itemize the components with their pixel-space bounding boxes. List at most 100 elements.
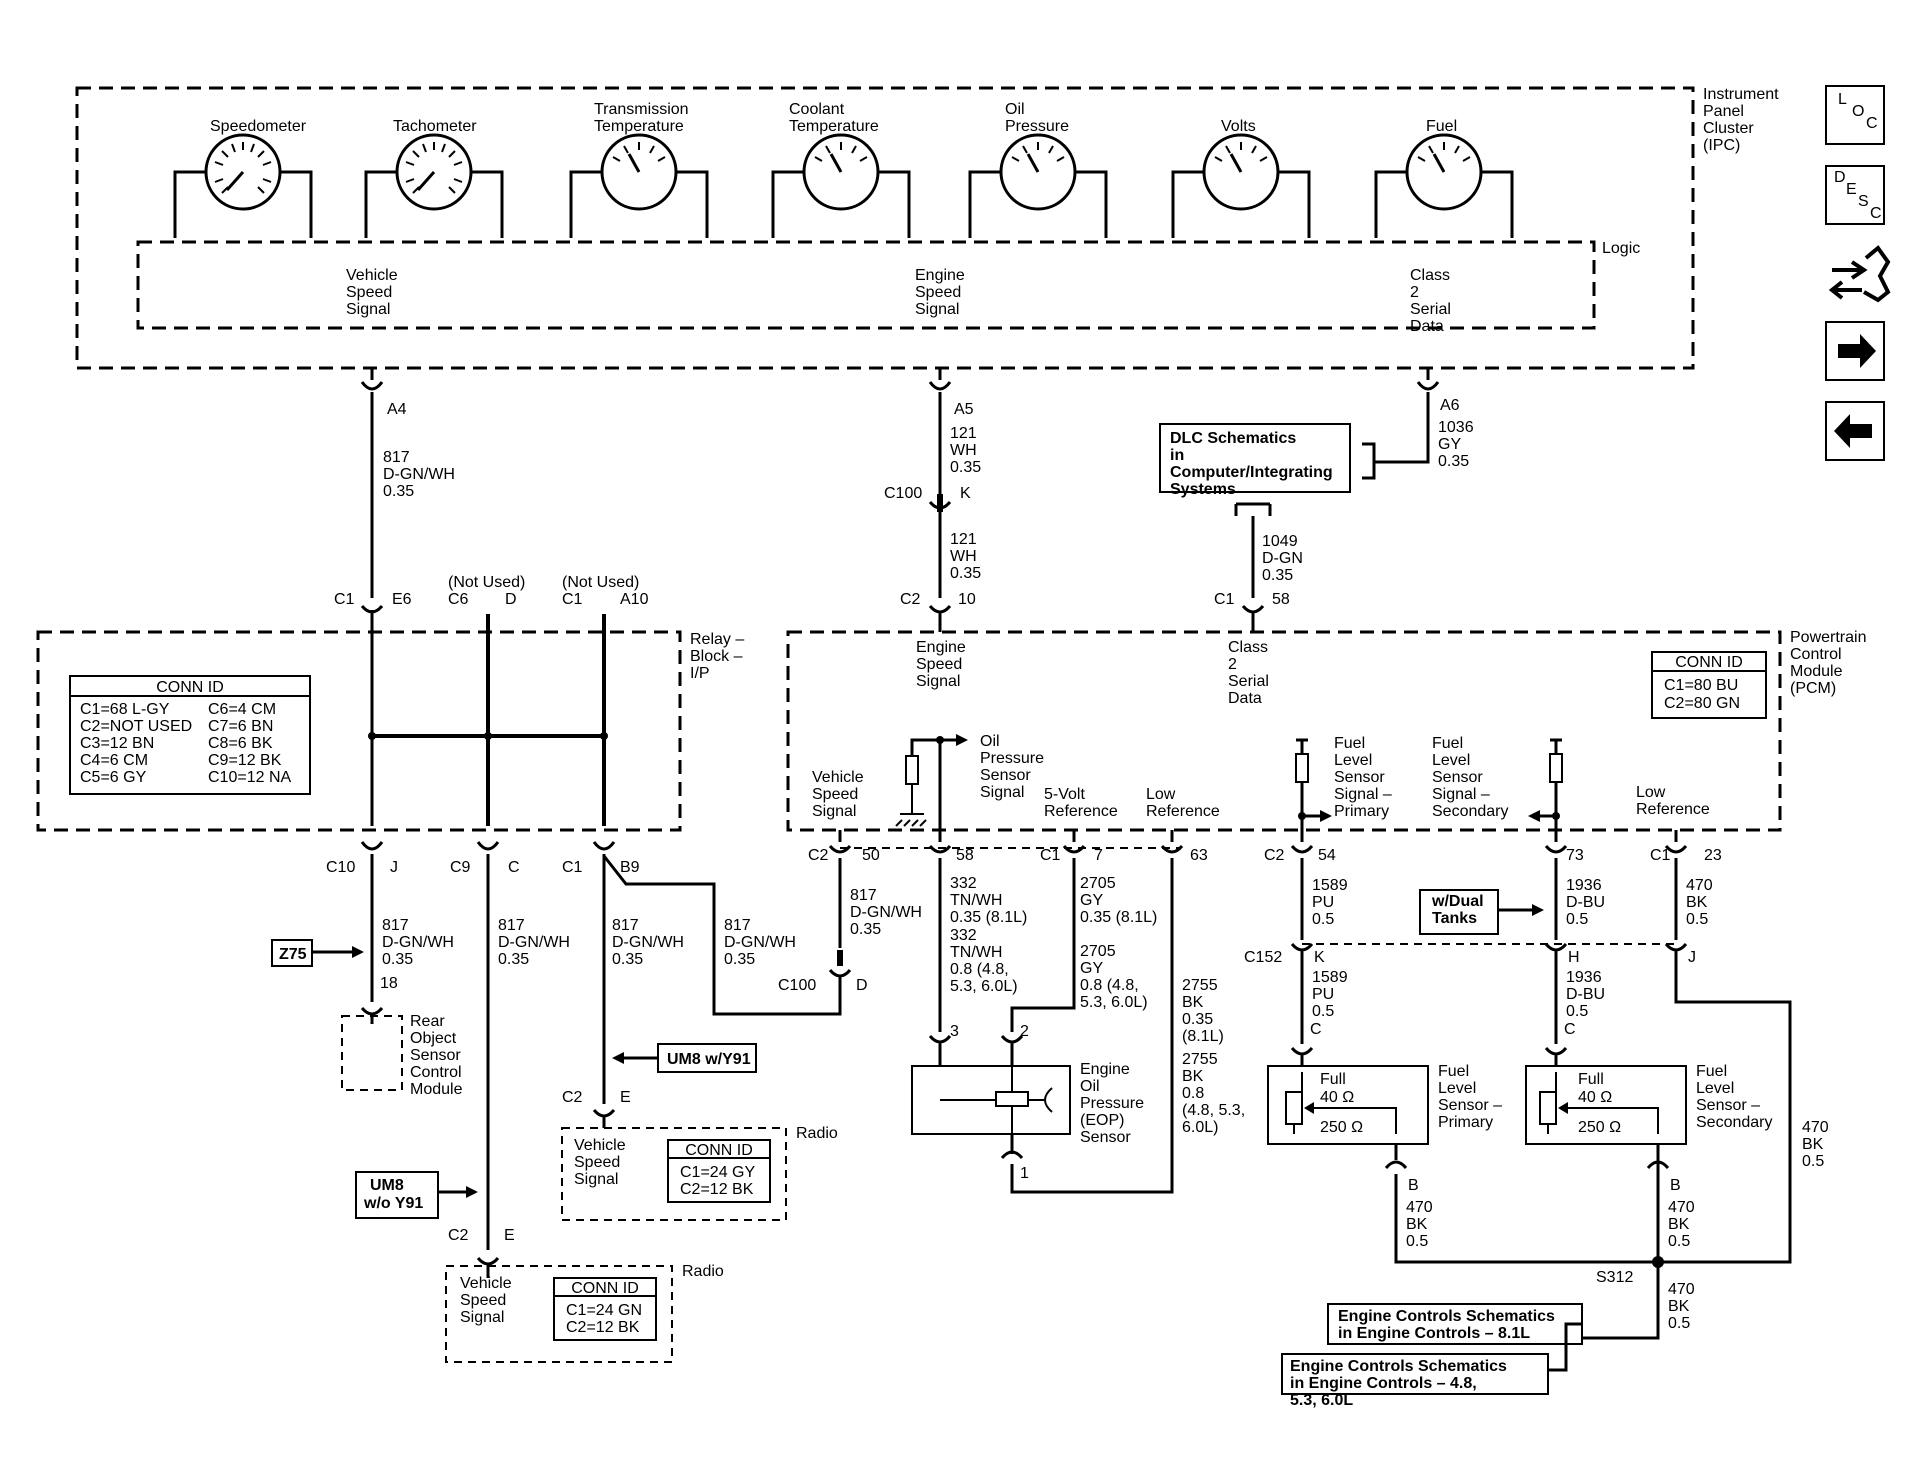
wire-label: BK bbox=[1668, 1298, 1690, 1315]
wire-label: 0.5 bbox=[1566, 911, 1588, 928]
eop-pin-1: 1 bbox=[1020, 1165, 1029, 1182]
gauge-label: Speedometer bbox=[210, 118, 307, 135]
relay-c1b-connector: C1 bbox=[562, 591, 583, 608]
option-dual-tanks-box bbox=[1419, 889, 1499, 935]
ipc-a4-pin: A4 bbox=[387, 401, 407, 418]
wire-label: 0.5 bbox=[1686, 911, 1708, 928]
transmission-temperature-gauge-icon bbox=[600, 133, 678, 211]
wire-label: TN/WH bbox=[950, 944, 1002, 961]
wire-label: 0.35 bbox=[382, 951, 413, 968]
pcm-pin-number: 7 bbox=[1094, 847, 1103, 864]
gauge-fuel: Fuel bbox=[1374, 118, 1514, 238]
wire-label: 470 bbox=[1686, 877, 1713, 894]
pcm-pin-number: 54 bbox=[1318, 847, 1336, 864]
c152-pin-k: K bbox=[1314, 949, 1325, 966]
wire-label: 0.8 (4.8, bbox=[1080, 977, 1139, 994]
fuel-gauge-icon bbox=[1405, 133, 1483, 211]
fuel-secondary-full: Full bbox=[1578, 1071, 1604, 1088]
wire-label: (4.8, 5.3, bbox=[1182, 1102, 1245, 1119]
ipc-a4-gauge: 0.35 bbox=[383, 483, 414, 500]
wire-label: PU bbox=[1312, 894, 1334, 911]
desc-button[interactable]: DESC bbox=[1825, 165, 1885, 225]
connector-wrench-button[interactable] bbox=[1828, 245, 1891, 303]
arrow-left-icon bbox=[1834, 414, 1872, 448]
coolant-temperature-gauge-icon bbox=[802, 133, 880, 211]
c100-connector: C100 bbox=[884, 485, 922, 502]
ipc-a6-gauge: 0.35 bbox=[1438, 453, 1469, 470]
desc-label: DESC bbox=[1834, 169, 1882, 222]
radio2-connector: C2 bbox=[448, 1227, 469, 1244]
conn-id-entry: C7=6 BN bbox=[208, 718, 273, 735]
wire-label: 470 bbox=[1668, 1199, 1695, 1216]
pcm-conn-id bbox=[1651, 651, 1767, 719]
pcm-pin-connector: C1 bbox=[1040, 847, 1061, 864]
radio2-conn-id-title: CONN ID bbox=[571, 1280, 639, 1297]
radio2-name: Radio bbox=[682, 1263, 724, 1280]
next-page-button[interactable] bbox=[1825, 321, 1885, 381]
wire-label: BK bbox=[1668, 1216, 1690, 1233]
option-z75-box bbox=[271, 939, 313, 967]
wire-label: 0.8 bbox=[1182, 1085, 1204, 1102]
wire-label: 817 bbox=[382, 917, 409, 934]
wire-817-ipc-relay bbox=[360, 368, 384, 826]
conn-id-entry: C1=68 L-GY bbox=[80, 701, 170, 718]
wire-label: 0.5 bbox=[1668, 1233, 1690, 1250]
loc-button[interactable]: LOC bbox=[1825, 85, 1885, 145]
radio1-conn-c2: C2=12 BK bbox=[680, 1181, 754, 1198]
wire-label: 2705 bbox=[1080, 943, 1116, 960]
wire-label: 0.8 (4.8, bbox=[950, 961, 1009, 978]
ipc-a4-circuit: 817 bbox=[383, 449, 410, 466]
relay-d-pin: D bbox=[505, 591, 517, 608]
wire-label: D-GN/WH bbox=[498, 934, 570, 951]
wire-label: 0.5 bbox=[1668, 1315, 1690, 1332]
conn-id-entry: C5=6 GY bbox=[80, 769, 147, 786]
arrow-right-icon bbox=[466, 1186, 478, 1198]
previous-page-button[interactable] bbox=[1825, 401, 1885, 461]
pcm-pullup-resistor bbox=[905, 755, 919, 785]
radio2-module bbox=[445, 1265, 673, 1363]
engine-controls-4-8-box[interactable] bbox=[1281, 1353, 1549, 1395]
wire-label: 0.35 (8.1L) bbox=[950, 909, 1027, 926]
wire-label: 0.5 bbox=[1312, 911, 1334, 928]
eop-pin-3: 3 bbox=[950, 1023, 959, 1040]
wire-label: 2755 bbox=[1182, 977, 1218, 994]
radio1-conn-c1: C1=24 GY bbox=[680, 1164, 755, 1181]
c100-k-color: WH bbox=[950, 548, 977, 565]
radio1-connector: C2 bbox=[562, 1089, 583, 1106]
dlc-schematics-box[interactable] bbox=[1159, 423, 1351, 493]
wire-label: 0.5 bbox=[1566, 1003, 1588, 1020]
wire-1036-ipc-dlc bbox=[1374, 368, 1440, 464]
relay-c1-bottom-connector: C1 bbox=[562, 859, 583, 876]
wire-label: TN/WH bbox=[950, 892, 1002, 909]
relay-c1-note: (Not Used) bbox=[562, 574, 639, 591]
pcm-pin-connector: C1 bbox=[1650, 847, 1671, 864]
ipc-logic-boundary bbox=[136, 240, 1596, 330]
radio2-conn-c2: C2=12 BK bbox=[566, 1319, 640, 1336]
wire-label: 0.35 bbox=[850, 921, 881, 938]
relay-c9-connector: C9 bbox=[450, 859, 471, 876]
gauge-label: Tachometer bbox=[393, 118, 477, 135]
wire-label: GY bbox=[1080, 892, 1103, 909]
option-wo-y91: w/o Y91 bbox=[363, 1195, 423, 1212]
tachometer-icon bbox=[395, 133, 473, 211]
